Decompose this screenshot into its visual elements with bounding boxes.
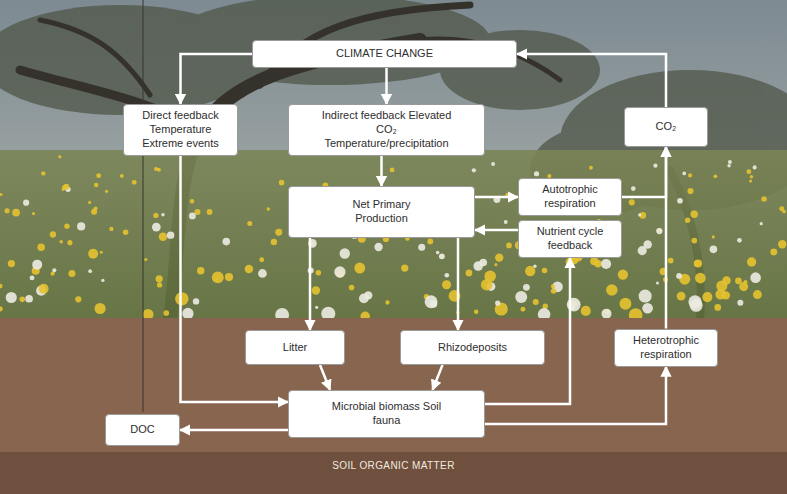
feedback-arrow [475, 229, 518, 232]
box-content: Litter [283, 341, 307, 355]
process-box: Litter [245, 330, 345, 365]
node-label: Autotrophic respiration [524, 183, 616, 211]
box-content: CLIMATE CHANGE [336, 47, 433, 61]
node-label: Nutrient cycle feedback [524, 225, 616, 253]
feedback-arrow [485, 367, 666, 425]
process-box: Direct feedback Temperature Extreme even… [123, 104, 238, 156]
process-box: Autotrophic respiration [518, 178, 622, 216]
box-content: Microbial biomass Soil fauna [332, 400, 442, 428]
node-label: Net Primary Production [327, 198, 437, 226]
process-box: DOC [105, 414, 180, 446]
box-content: DOC [130, 423, 154, 437]
box-content: CO₂ [656, 120, 677, 134]
feedback-arrow [433, 365, 443, 390]
feedback-arrow [309, 238, 312, 330]
feedback-arrow [385, 68, 388, 104]
feedback-arrow [180, 429, 288, 432]
node-label: Indirect feedback Elevated CO₂ Temperatu… [314, 109, 459, 150]
box-content: Indirect feedback Elevated CO₂ Temperatu… [314, 109, 459, 150]
box-content: Direct feedback Temperature Extreme even… [135, 109, 227, 150]
process-box: Microbial biomass Soil fauna [288, 390, 485, 438]
process-box: Heterotrophic respiration [614, 329, 718, 367]
box-content: Net Primary Production [327, 198, 437, 226]
node-label: Rhizodeposits [438, 341, 507, 355]
node-label: Heterotrophic respiration [620, 334, 712, 362]
feedback-arrow [517, 54, 666, 107]
process-box: CLIMATE CHANGE [252, 40, 517, 68]
process-box: Rhizodeposits [400, 330, 545, 365]
box-content: Autotrophic respiration [524, 183, 616, 211]
node-label: Litter [283, 341, 307, 355]
box-content: Rhizodeposits [438, 341, 507, 355]
process-box: Indirect feedback Elevated CO₂ Temperatu… [288, 104, 485, 156]
process-box: Nutrient cycle feedback [518, 220, 622, 258]
region-label: SOIL ORGANIC MATTER [0, 460, 787, 471]
node-label: CO₂ [656, 120, 677, 134]
feedback-arrow [457, 238, 460, 330]
feedback-arrow [320, 365, 330, 390]
node-label: CLIMATE CHANGE [336, 47, 433, 61]
feedback-arrow [475, 196, 518, 199]
feedback-arrow [665, 147, 668, 329]
feedback-arrow [181, 156, 289, 402]
feedback-arrow [622, 147, 666, 197]
node-label: Microbial biomass Soil fauna [332, 400, 442, 428]
feedback-arrow [380, 156, 383, 186]
process-box: Net Primary Production [288, 186, 475, 238]
feedback-arrow [181, 54, 253, 104]
box-content: Nutrient cycle feedback [524, 225, 616, 253]
box-content: Heterotrophic respiration [620, 334, 712, 362]
process-box: CO₂ [624, 107, 708, 147]
node-label: Direct feedback Temperature Extreme even… [135, 109, 227, 150]
node-label: DOC [130, 423, 154, 437]
